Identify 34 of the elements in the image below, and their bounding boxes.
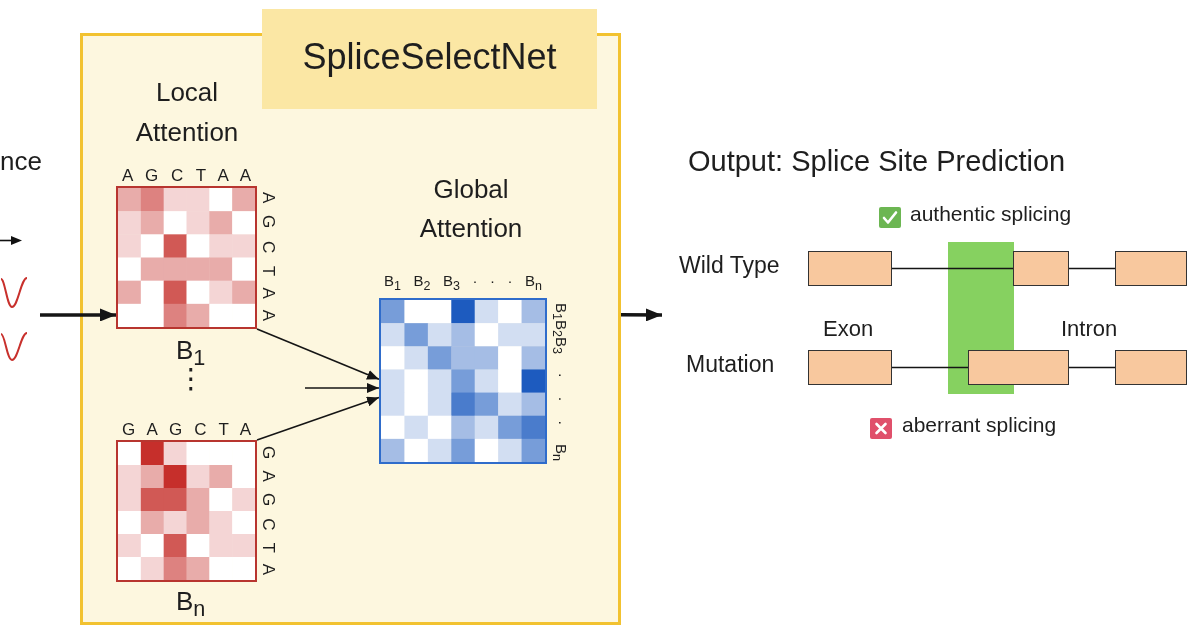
- section-heading: Local Attention: [134, 76, 240, 149]
- connector-line: [891, 267, 1014, 270]
- matrix-caption: B$_{1}$: [176, 336, 206, 366]
- exon-box: [808, 251, 892, 286]
- status-text: authentic splicing: [910, 202, 1072, 227]
- arrow: [621, 308, 662, 322]
- axis-label: A G C T A A: [122, 166, 251, 186]
- heading-fragment: nce: [0, 147, 42, 177]
- axis-label: A G C T A A: [258, 192, 278, 321]
- region-label: Intron: [1061, 316, 1118, 342]
- arrow: [256, 328, 380, 381]
- exon-box: [808, 350, 892, 385]
- section-heading: Global Attention: [418, 173, 524, 245]
- row-label: Mutation: [686, 351, 775, 378]
- axis-label: B$_{1}$ B$_{2}$ B$_{3}$ · · · B$_{n}$: [384, 272, 542, 290]
- exon-box: [1013, 251, 1069, 286]
- section-heading: Output: Splice Site Prediction: [688, 145, 1066, 179]
- connector-line: [1068, 267, 1116, 270]
- exon-box: [968, 350, 1069, 385]
- exon-box: [1115, 251, 1187, 286]
- row-label: Wild Type: [679, 252, 780, 279]
- status-text: aberrant splicing: [902, 413, 1057, 438]
- arrow: [40, 308, 116, 322]
- connector-line: [891, 366, 969, 369]
- connector-line: [1068, 366, 1116, 369]
- arrow: [256, 396, 380, 441]
- ellipsis-mark: ⋮: [177, 364, 205, 394]
- model-title: SpliceSelectNet: [262, 9, 597, 109]
- axis-label: G A G C T A: [258, 446, 278, 575]
- exon-box: [1115, 350, 1187, 385]
- region-label: Exon: [823, 316, 874, 342]
- axis-label: G A G C T A: [122, 420, 251, 440]
- matrix-caption: B$_{n}$: [176, 587, 206, 617]
- arrow: [304, 383, 380, 393]
